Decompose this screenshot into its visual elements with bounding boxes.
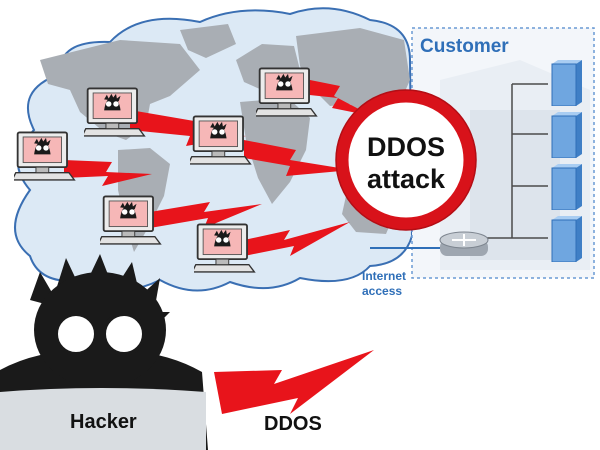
infected-computer-icon bbox=[194, 223, 256, 273]
hacker-icon bbox=[0, 254, 208, 450]
infected-computer-icon bbox=[14, 131, 76, 181]
internet-access-label-line2: access bbox=[362, 284, 402, 298]
server-icon bbox=[551, 164, 583, 210]
customer-network-lines bbox=[370, 83, 548, 249]
ddos-attack-line1: DDOS bbox=[367, 132, 445, 162]
lightning-bolt-icon bbox=[150, 202, 262, 228]
ddos-attack-sign: DDOS attack bbox=[335, 89, 477, 231]
infected-computer-icon bbox=[100, 195, 162, 245]
hacker-label: Hacker bbox=[70, 411, 137, 433]
server-icon bbox=[551, 60, 583, 106]
ddos-label: DDOS bbox=[264, 413, 322, 435]
router-icon bbox=[439, 231, 489, 256]
infected-computer-icon bbox=[256, 67, 318, 117]
lightning-bolt-icon bbox=[64, 160, 152, 186]
infected-computer-icon bbox=[190, 115, 252, 165]
customer-label: Customer bbox=[420, 36, 509, 57]
ddos-attack-line2: attack bbox=[367, 164, 446, 194]
lightning-bolt-icon bbox=[244, 222, 350, 256]
lightning-bolt-icon bbox=[300, 78, 372, 116]
lightning-bolt-icon bbox=[214, 350, 374, 414]
server-icon bbox=[551, 112, 583, 158]
lightning-bolt-icon bbox=[244, 140, 352, 176]
internet-access-label-line1: Internet bbox=[362, 269, 406, 283]
infected-computer-icon bbox=[84, 87, 146, 137]
server-icon bbox=[551, 216, 583, 262]
